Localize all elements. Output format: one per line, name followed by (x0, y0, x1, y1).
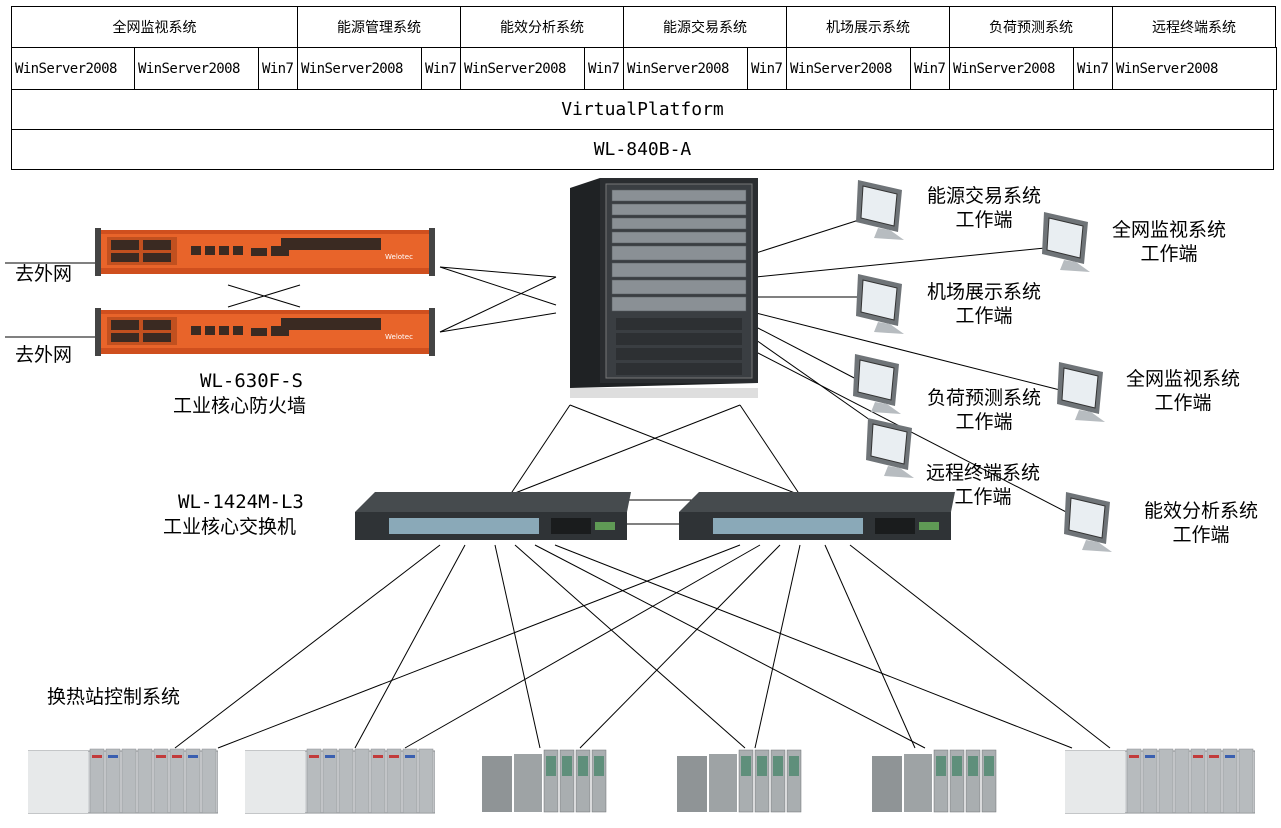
server-switch-line (509, 404, 571, 496)
firewall-cross-line (227, 284, 301, 308)
os-cell: WinServer2008 (1112, 47, 1277, 90)
firewall-name-label: 工业核心防火墙 (173, 395, 307, 417)
system-cell: 全网监视系统 (11, 6, 298, 48)
workstation-line2: 工作端 (1140, 243, 1198, 265)
svg-text:Welotec: Welotec (385, 253, 413, 261)
switch-plc-line (174, 544, 441, 749)
core-switch-2 (679, 492, 955, 540)
firewall-model-label: WL-630F-S (200, 370, 303, 392)
os-cell: WinServer2008 (786, 47, 911, 90)
os-cell: WinServer2008 (460, 47, 585, 90)
workstation-label: 全网监视系统 工作端 (1098, 218, 1240, 266)
server-switch-line (739, 404, 801, 496)
switch-plc-line (824, 544, 916, 749)
switch-plc-line (754, 544, 801, 749)
workstation-monitor-icon (866, 418, 914, 478)
workstation-monitor-icon (1064, 492, 1112, 552)
os-cell: WinServer2008 (134, 47, 259, 90)
workstation-line1: 机场展示系统 (926, 281, 1041, 303)
os-cell: WinServer2008 (11, 47, 135, 90)
uplink-label-1: 去外网 (15, 263, 73, 285)
workstation-line1: 全网监视系统 (1111, 219, 1226, 241)
field-system-label: 换热站控制系统 (47, 686, 181, 708)
switch-plc-line (534, 544, 926, 749)
workstation-monitor-icon (856, 180, 904, 240)
switch-plc-line (217, 544, 741, 749)
workstation-line1: 全网监视系统 (1125, 368, 1240, 390)
os-row: WinServer2008 WinServer2008 Win7 WinServ… (11, 47, 1277, 90)
os-cell: Win7 (910, 47, 950, 90)
workstation-monitor-icon (853, 354, 901, 414)
firewall-server-line (439, 312, 557, 333)
s7-controller-1 (482, 749, 607, 813)
os-cell: Win7 (1073, 47, 1113, 90)
switch-plc-line (494, 544, 541, 749)
s7-controller-3 (872, 749, 997, 813)
firewall-appliance-1: Welotec (95, 228, 435, 276)
workstation-line1: 能源交易系统 (926, 185, 1041, 207)
workstation-line2: 工作端 (954, 486, 1012, 508)
workstation-label: 能效分析系统 工作端 (1130, 499, 1272, 547)
firewall-server-line (439, 266, 557, 278)
plc-rack-3 (1065, 748, 1255, 814)
system-row: 全网监视系统 能源管理系统 能效分析系统 能源交易系统 机场展示系统 负荷预测系… (11, 6, 1276, 48)
switch-model-label: WL-1424M-L3 (178, 491, 304, 513)
server-workstation-line (755, 247, 1046, 278)
plc-rack-1 (28, 748, 218, 814)
workstation-monitor-icon (856, 274, 904, 334)
os-cell: Win7 (584, 47, 624, 90)
workstation-monitor-icon (1057, 362, 1105, 422)
core-switch-1 (355, 492, 631, 540)
server-workstation-line (755, 218, 863, 254)
server-workstation-line (755, 351, 1073, 516)
firewall-server-line (439, 266, 557, 306)
s7-controller-2 (677, 749, 802, 813)
switch-plc-line (404, 544, 761, 749)
system-cell: 能效分析系统 (460, 6, 624, 48)
uplink-label-2: 去外网 (15, 344, 73, 366)
hardware-bar: WL-840B-A (11, 129, 1274, 170)
workstation-line2: 工作端 (1154, 392, 1212, 414)
workstation-label: 全网监视系统 工作端 (1112, 367, 1254, 415)
workstation-label: 机场展示系统 工作端 (914, 280, 1054, 328)
switch-plc-line (849, 544, 1111, 749)
switch-plc-line (354, 544, 466, 749)
os-cell: WinServer2008 (297, 47, 422, 90)
workstation-label: 远程终端系统 工作端 (912, 461, 1054, 509)
workstation-line2: 工作端 (955, 305, 1013, 327)
server-switch-line (569, 404, 801, 496)
workstation-line2: 工作端 (955, 209, 1013, 231)
server-workstation-line (755, 339, 871, 421)
svg-text:Welotec: Welotec (385, 333, 413, 341)
firewall-appliance-2: Welotec (95, 308, 435, 356)
server-workstation-line (755, 326, 861, 382)
switch-plc-line (579, 544, 781, 749)
os-cell: Win7 (258, 47, 298, 90)
workstation-label: 负荷预测系统 工作端 (914, 386, 1054, 434)
os-cell: Win7 (421, 47, 461, 90)
workstation-line1: 负荷预测系统 (926, 387, 1041, 409)
workstation-line2: 工作端 (955, 411, 1013, 433)
system-cell: 机场展示系统 (786, 6, 950, 48)
workstation-line1: 能效分析系统 (1143, 500, 1258, 522)
plc-rack-2 (245, 748, 435, 814)
workstation-line1: 远程终端系统 (925, 462, 1040, 484)
firewall-server-line (439, 276, 557, 333)
switch-name-label: 工业核心交换机 (163, 516, 297, 538)
workstation-line2: 工作端 (1172, 524, 1230, 546)
server-workstation-line (755, 312, 1061, 391)
system-cell: 负荷预测系统 (949, 6, 1113, 48)
workstation-label: 能源交易系统 工作端 (914, 184, 1054, 232)
switch-plc-line (554, 544, 1073, 749)
workstation-monitor-icon (1042, 212, 1090, 272)
system-cell: 远程终端系统 (1112, 6, 1276, 48)
switch-plc-line (514, 544, 746, 749)
server-switch-line (509, 404, 741, 496)
server-cabinet (570, 178, 758, 398)
